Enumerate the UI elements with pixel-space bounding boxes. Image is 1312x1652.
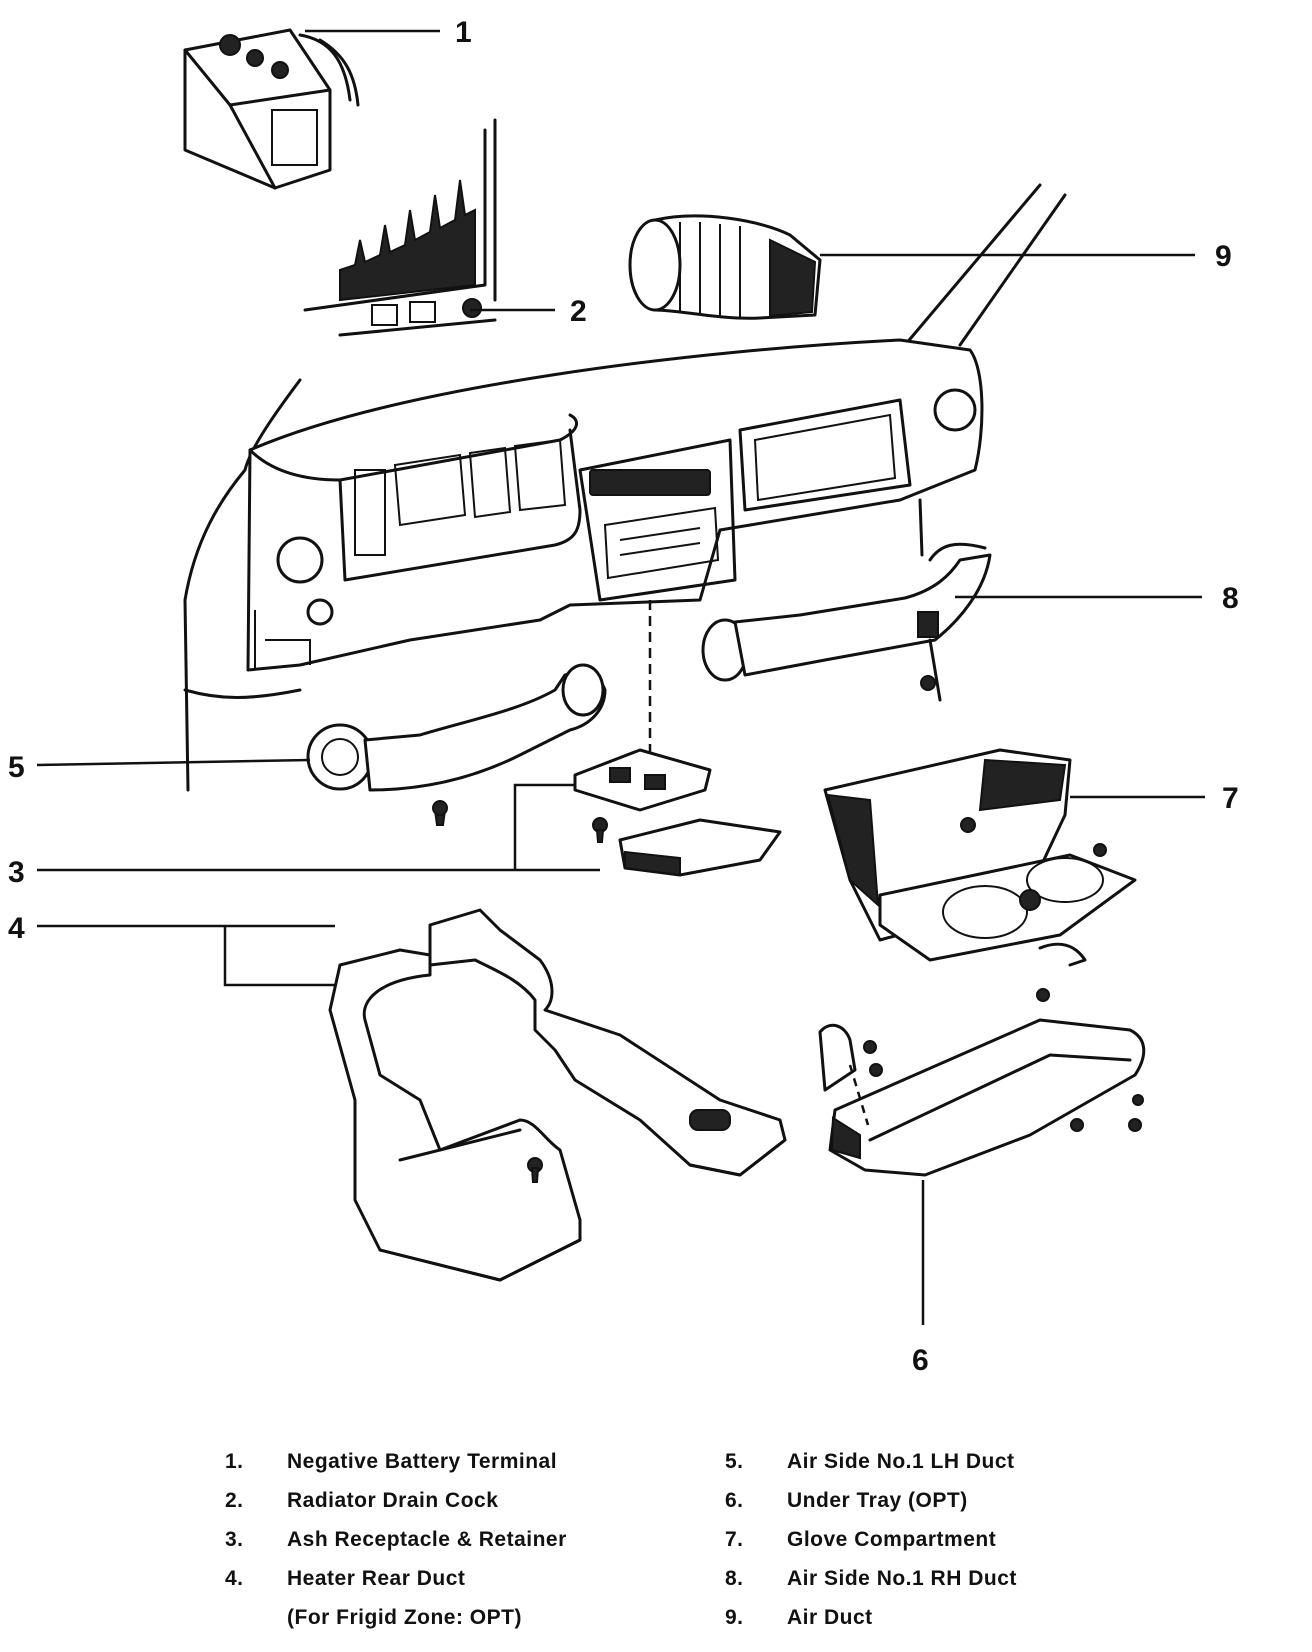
legend-number: 1. [225, 1450, 244, 1473]
battery-illustration [183, 28, 360, 190]
legend-label: Negative Battery Terminal [287, 1450, 558, 1473]
callout-6: 6 [912, 1344, 929, 1377]
legend-number: 9. [725, 1606, 744, 1629]
radiator-illustration [303, 118, 497, 337]
legend-label: Air Side No.1 RH Duct [787, 1567, 1017, 1590]
legend-label: Air Duct [787, 1606, 873, 1629]
legend-number: 7. [725, 1528, 744, 1551]
legend-label: Radiator Drain Cock [287, 1489, 499, 1512]
legend-label: Glove Compartment [787, 1528, 997, 1551]
callout-9: 9 [1215, 240, 1232, 273]
legend-number: 8. [725, 1567, 744, 1590]
callout-7: 7 [1222, 782, 1239, 815]
legend-number: 6. [725, 1489, 744, 1512]
legend-label: Heater Rear Duct [287, 1567, 466, 1590]
callout-8: 8 [1222, 582, 1239, 615]
parts-legend-right: 5. Air Side No.1 LH Duct 6. Under Tray (… [725, 1450, 1165, 1640]
parts-legend-left: 1. Negative Battery Terminal 2. Radiator… [225, 1450, 685, 1640]
dashboard-illustration [183, 183, 1067, 792]
callout-3: 3 [8, 856, 25, 889]
legend-label: (For Frigid Zone: OPT) [287, 1606, 522, 1629]
callout-5: 5 [8, 751, 25, 784]
legend-number: 2. [225, 1489, 244, 1512]
leader-5 [36, 758, 311, 767]
legend-number: 4. [225, 1567, 244, 1590]
leader-4 [37, 924, 335, 987]
rh-duct-illustration [701, 542, 992, 702]
legend-label: Under Tray (OPT) [787, 1489, 968, 1512]
callout-4: 4 [8, 912, 25, 945]
air-duct-illustration [628, 214, 822, 320]
lh-duct-illustration [306, 663, 607, 826]
heater-rear-duct-illustration [328, 908, 787, 1282]
legend-label: Air Side No.1 LH Duct [787, 1450, 1015, 1473]
leader-3 [37, 783, 600, 872]
legend-number: 5. [725, 1450, 744, 1473]
callout-2: 2 [570, 295, 587, 328]
legend-label: Ash Receptacle & Retainer [287, 1528, 567, 1551]
ash-receptacle-illustration [573, 748, 782, 877]
callout-1: 1 [455, 16, 472, 49]
under-tray-illustration [818, 1018, 1146, 1177]
legend-number: 3. [225, 1528, 244, 1551]
glove-compartment-illustration [823, 748, 1137, 1002]
